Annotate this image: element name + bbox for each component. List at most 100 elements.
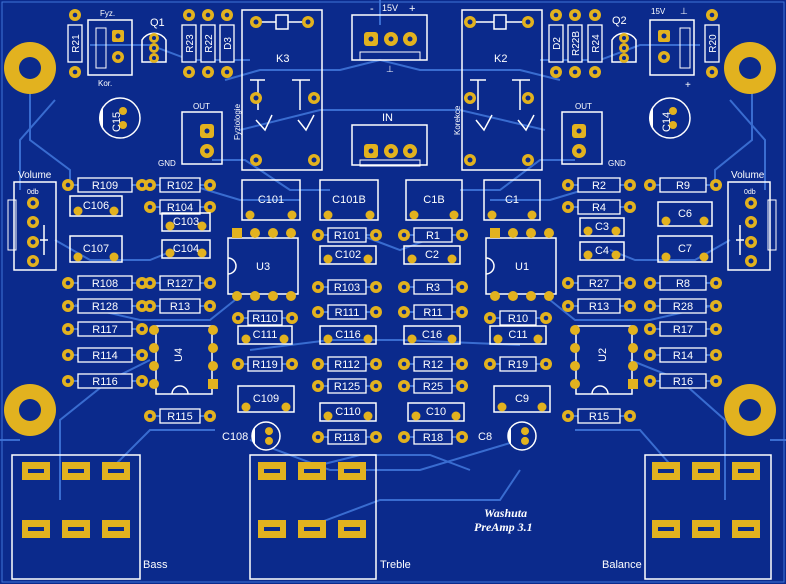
- capacitor-label: C107: [83, 243, 109, 255]
- volume-right-label: Volume: [731, 170, 765, 181]
- resistor-label: R101: [334, 230, 360, 242]
- resistor: R110: [232, 310, 298, 326]
- vertical-resistor-label: D2: [552, 37, 563, 50]
- electrolytic-label: C108: [222, 431, 248, 443]
- ground-mark-right: ⊥: [680, 6, 688, 16]
- resistor: R117: [62, 321, 148, 337]
- treble-label: Treble: [380, 559, 411, 571]
- relay-k2: K2 Korekce: [453, 9, 543, 171]
- vertical-resistor-label: R21: [71, 34, 82, 53]
- board-title-line2: PreAmp 3.1: [474, 520, 533, 534]
- capacitor-label: C6: [678, 208, 692, 220]
- input-connector: IN: [351, 112, 428, 167]
- resistor-label: R3: [426, 282, 440, 294]
- capacitor: C103: [161, 212, 211, 232]
- resistor-label: R118: [334, 432, 359, 444]
- resistor: R8: [644, 275, 722, 291]
- plus-right-label: +: [685, 80, 691, 91]
- resistor: R16: [644, 373, 722, 389]
- resistor: R9: [644, 177, 722, 193]
- resistor: R27: [562, 275, 636, 291]
- resistor: R11: [398, 304, 468, 320]
- capacitor: C11: [489, 325, 547, 345]
- resistor-label: R111: [335, 307, 360, 319]
- resistor-label: R16: [673, 376, 693, 388]
- capacitor-label: C111: [253, 329, 278, 341]
- capacitor-label: C3: [595, 221, 609, 233]
- resistor: R13: [562, 298, 636, 314]
- power-connector: - 15V + ⊥: [351, 3, 428, 74]
- board-title-line1: Washuta: [484, 506, 527, 520]
- resistor: R111: [312, 304, 382, 320]
- vertical-resistor: R20: [704, 9, 720, 78]
- fyziologie-label: Fyziologie: [233, 103, 242, 140]
- electrolytic-label: C8: [478, 431, 492, 443]
- resistor-label: R8: [676, 278, 690, 290]
- resistor: R13: [144, 298, 216, 314]
- resistor-label: R112: [334, 359, 359, 371]
- vertical-resistor: R22B: [567, 9, 583, 78]
- capacitor: C7: [657, 235, 713, 263]
- resistor: R128: [62, 298, 148, 314]
- vertical-resistor-label: R22: [204, 34, 215, 53]
- resistor: R4: [562, 199, 636, 215]
- fyz-label: Fyz.: [100, 9, 115, 18]
- resistor-label: R119: [252, 359, 277, 371]
- vertical-resistor: R23: [181, 9, 197, 78]
- resistor-label: R128: [92, 301, 118, 313]
- ic-u1: U1: [485, 228, 557, 301]
- gnd-left-label: GND: [158, 159, 176, 168]
- resistor-label: R13: [589, 301, 609, 313]
- odb-left-label: 0db: [27, 189, 39, 196]
- electrolytic-capacitor: C108: [222, 421, 281, 451]
- capacitor-label: C116: [335, 329, 360, 341]
- resistor: R109: [62, 177, 148, 193]
- vertical-resistor-label: R22B: [571, 31, 582, 56]
- electrolytic-capacitor: C15: [99, 97, 141, 139]
- resistor-label: R10: [508, 313, 528, 325]
- capacitor: C101: [241, 179, 301, 221]
- k3-label: K3: [276, 53, 289, 65]
- capacitor: C9: [493, 385, 551, 413]
- resistor: R112: [312, 356, 382, 372]
- bass-label: Bass: [143, 559, 168, 571]
- vertical-resistor: R22: [200, 9, 216, 78]
- pot-bass: Bass: [11, 454, 168, 580]
- relay-k3: K3 Fyziologie: [233, 9, 323, 171]
- resistor-label: R127: [167, 278, 193, 290]
- capacitor-label: C103: [173, 216, 199, 228]
- vertical-resistor: D3: [219, 9, 235, 78]
- capacitor-label: C110: [335, 406, 360, 418]
- resistor: R3: [398, 279, 468, 295]
- q2-label: Q2: [612, 15, 627, 27]
- pot-balance: Balance: [602, 454, 772, 580]
- capacitor: C2: [403, 245, 461, 265]
- plus-label: +: [409, 3, 415, 15]
- capacitor-label: C109: [253, 393, 279, 405]
- resistor: R104: [144, 199, 216, 215]
- resistor-label: R15: [589, 411, 609, 423]
- electrolytic-label: C14: [661, 112, 673, 132]
- resistor-label: R104: [167, 202, 193, 214]
- resistor-label: R109: [92, 180, 118, 192]
- q1-label: Q1: [150, 17, 165, 29]
- u2-label: U2: [597, 348, 609, 362]
- capacitor-label: C102: [335, 249, 361, 261]
- v15-right-label: 15V: [651, 7, 666, 16]
- resistor-label: R102: [167, 180, 193, 192]
- resistor-label: R27: [589, 278, 609, 290]
- v15-center-label: 15V: [382, 3, 398, 13]
- capacitor-label: C101B: [332, 194, 366, 206]
- resistor: R102: [144, 177, 216, 193]
- resistor: R119: [232, 356, 298, 372]
- capacitor-label: C11: [508, 329, 527, 341]
- electrolytic-capacitor: C8: [478, 421, 537, 451]
- resistor-label: R14: [673, 350, 693, 362]
- resistor-label: R11: [423, 307, 442, 319]
- capacitor-label: C2: [425, 249, 439, 261]
- transistor-q2: Q2: [611, 15, 637, 63]
- resistor-label: R2: [592, 180, 606, 192]
- capacitor-label: C7: [678, 243, 692, 255]
